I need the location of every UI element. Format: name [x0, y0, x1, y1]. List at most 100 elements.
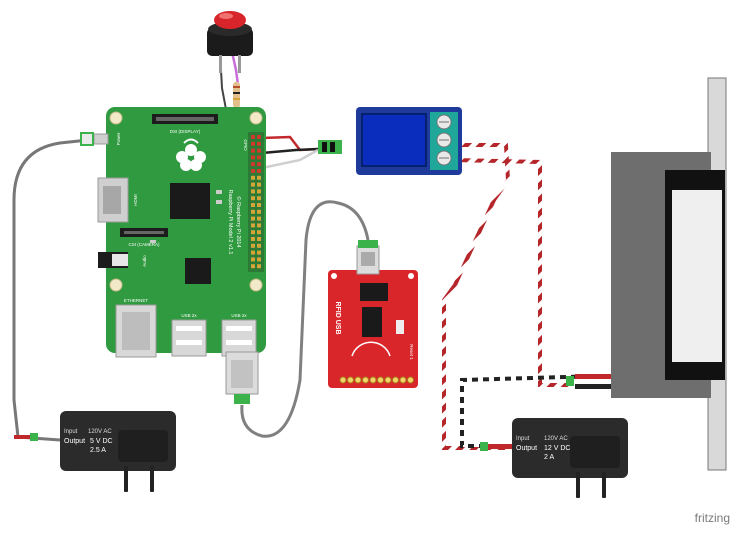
gpio-pin: [251, 203, 255, 207]
rfid-pin: [362, 376, 369, 384]
rfid-pin: [399, 376, 407, 384]
rfid-pin: [347, 376, 354, 384]
rfid-pin: [369, 376, 377, 384]
gpio-pin: [257, 189, 261, 194]
usb-port-left: [171, 319, 207, 357]
power-micro-usb: [93, 133, 109, 145]
gpio-pin: [251, 162, 255, 167]
gpio-pin: [251, 223, 255, 228]
gpio-pin: [251, 155, 255, 160]
audio-label: Audio: [142, 255, 147, 267]
usb-port-right: [221, 319, 257, 357]
rfid-pin: [384, 376, 392, 384]
gpio-pin: [257, 182, 261, 187]
wire-relay-striped-1: [442, 143, 520, 450]
gpio-header: [248, 132, 264, 272]
adapter-left-output-label: Output: [64, 438, 85, 445]
cpu-chip: [170, 183, 210, 219]
power-label: Power: [116, 132, 121, 145]
usb-plug: [225, 351, 259, 404]
gpio-pin: [257, 216, 261, 221]
gpio-pin: [251, 182, 255, 187]
usb-right-label: USB 2x: [231, 313, 247, 318]
mount-hole: [109, 111, 123, 125]
usb-left-label: USB 2x: [181, 313, 197, 318]
gpio-pin: [257, 169, 261, 173]
mount-hole: [249, 111, 263, 125]
hdmi-label: HDMI: [133, 194, 138, 206]
raspberry-logo-icon: [176, 138, 206, 171]
push-button: [207, 11, 253, 73]
lan-chip: [185, 258, 211, 284]
gpio-pin: [257, 175, 261, 180]
fritzing-watermark: fritzing: [695, 511, 730, 525]
gpio-pin: [251, 148, 255, 153]
gpio-pin: [257, 148, 261, 153]
resistor: [233, 82, 240, 108]
adapter-left-input-label: Input: [64, 429, 78, 435]
rfid-pin: [407, 376, 414, 384]
rfid-pin: [354, 376, 362, 384]
rfid-title: RFID USB: [334, 301, 341, 334]
wire-usb-rfid: [240, 200, 370, 438]
rfid-pin: [392, 376, 399, 384]
gpio-pin: [251, 189, 255, 194]
raspberry-pi-board: DSI (DISPLAY) Power HDMI CSI (CAMERA): [80, 107, 266, 358]
gpio-pin: [257, 209, 261, 214]
power-adapter-12v: Input 120V AC Output 12 V DC 2 A: [480, 418, 628, 498]
dsi-label: DSI (DISPLAY): [170, 129, 201, 134]
rfid-side-label: Reset 1: [409, 344, 414, 360]
adapter-right-output-line1: 12 V DC: [544, 445, 570, 452]
copyright-label: © Raspberry Pi 2014: [235, 196, 242, 247]
gpio-pin: [251, 169, 255, 173]
power-adapter-5v: Input 120V AC Output 5 V DC 2.5 A: [14, 411, 176, 492]
csi-label: CSI (CAMERA): [128, 242, 160, 247]
gpio-pin: [257, 230, 261, 235]
adapter-right-output-label: Output: [516, 445, 537, 452]
gpio-label: GPIO: [243, 139, 248, 151]
adapter-right-output-line2: 2 A: [544, 454, 554, 461]
gpio-pin: [251, 264, 255, 269]
adapter-left-output-line1: 5 V DC: [90, 438, 113, 445]
ethernet-label: ETHERNET: [124, 298, 149, 303]
adapter-left-output-line2: 2.5 A: [90, 447, 106, 454]
gpio-pin: [251, 230, 255, 235]
mount-hole: [249, 278, 263, 292]
mount-hole: [109, 278, 123, 292]
adapter-right-input-label: Input: [516, 436, 530, 442]
wire-gpio-relay-white: [261, 148, 319, 170]
model-label: Raspberry Pi Model 2 v1.1: [227, 190, 233, 255]
gpio-pin: [257, 257, 261, 262]
gpio-pin: [257, 141, 261, 146]
wire-power-pi: [12, 138, 89, 438]
adapter-right-input-value: 120V AC: [544, 436, 568, 442]
electric-lock: [611, 77, 727, 471]
gpio-pins: [251, 135, 261, 269]
adapter-left-input-value: 120V AC: [88, 429, 112, 435]
gpio-pin: [251, 196, 255, 201]
gpio-pin: [257, 203, 261, 207]
gpio-pin: [257, 162, 261, 167]
gpio-pin: [251, 175, 255, 180]
gpio-pin: [251, 209, 255, 214]
rfid-pin: [377, 376, 384, 384]
rfid-pin: [339, 376, 347, 384]
gpio-pin: [251, 135, 255, 139]
gpio-pin: [257, 155, 261, 160]
rfid-pin-row: [339, 376, 414, 384]
gpio-pin: [257, 243, 261, 248]
gpio-pin: [251, 216, 255, 221]
gpio-pin: [251, 257, 255, 262]
gpio-pin: [257, 135, 261, 139]
gpio-pin: [257, 196, 261, 201]
gpio-pin: [257, 264, 261, 269]
gpio-pin: [251, 250, 255, 255]
wire-relay-striped-2: [453, 158, 572, 387]
gpio-pin: [257, 223, 261, 228]
gpio-pin: [251, 237, 255, 241]
gpio-pin: [251, 141, 255, 146]
gpio-pin: [257, 237, 261, 241]
gpio-pin: [257, 250, 261, 255]
gpio-pin: [251, 243, 255, 248]
